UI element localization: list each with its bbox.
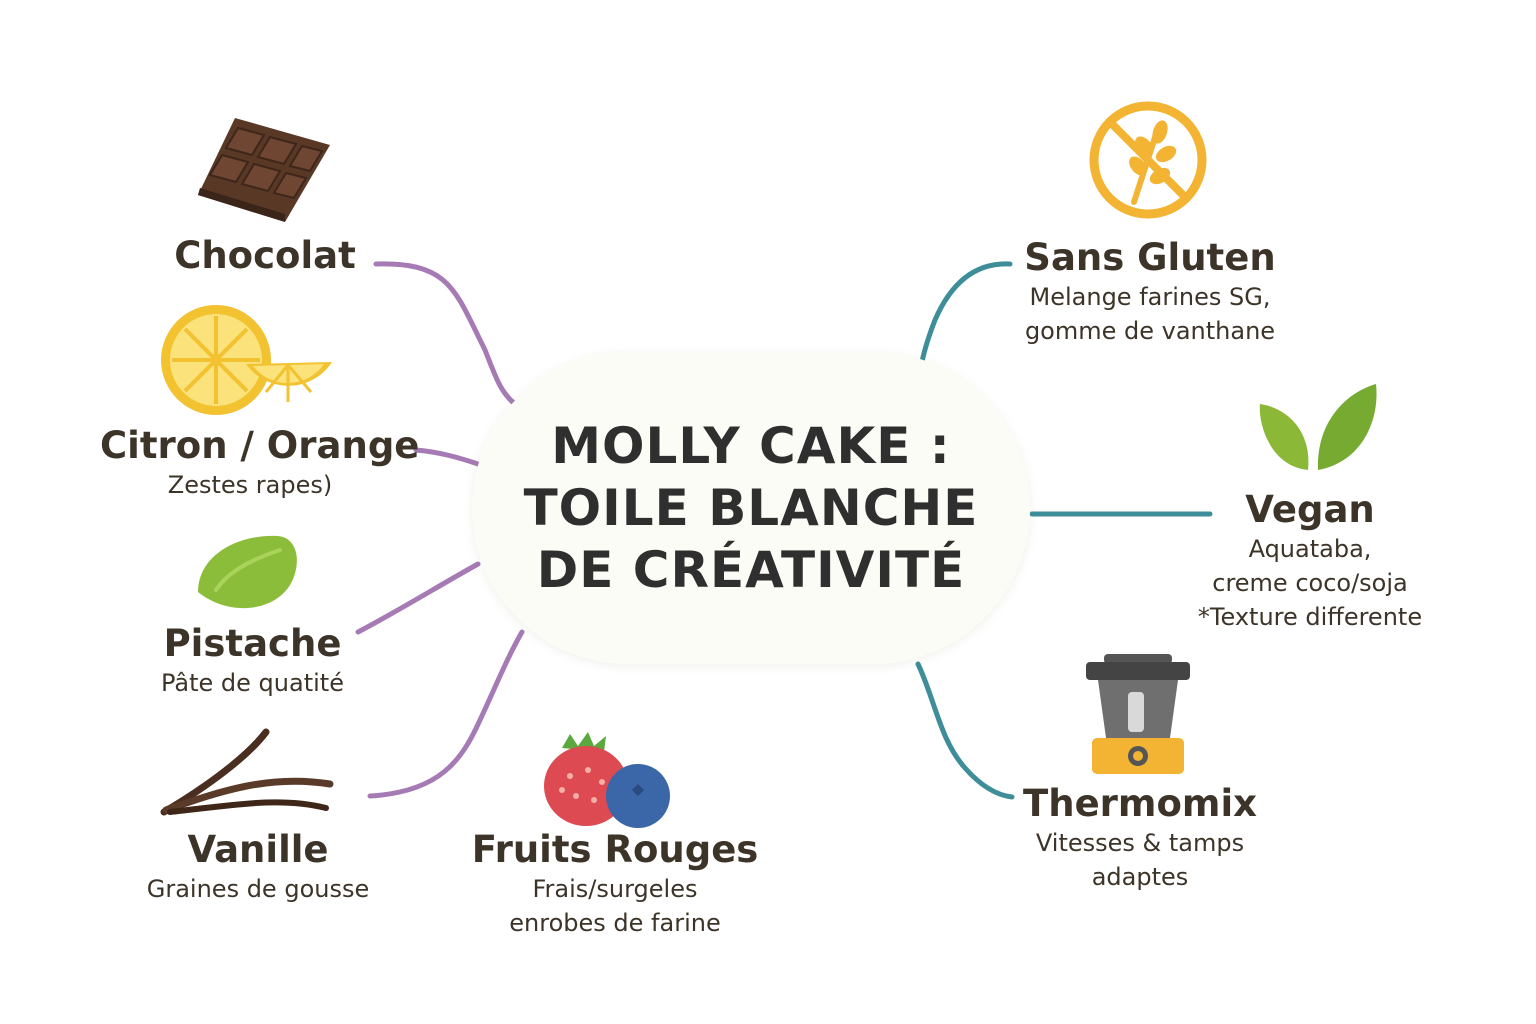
central-title-line-1: MOLLY CAKE : [551, 417, 951, 475]
connector-pistache [355, 561, 481, 635]
branch-fruits-detail-2: enrobes de farine [509, 909, 721, 937]
branch-vegan: Vegan Aquataba, creme coco/soja *Texture… [1170, 488, 1450, 634]
connector-citron [413, 447, 481, 467]
branch-fruits-detail-1: Frais/surgeles [532, 875, 698, 903]
connector-vanille [367, 629, 525, 799]
branch-gluten-detail-2: gomme de vanthane [1024, 317, 1276, 345]
branch-pistache-title: Pistache [163, 622, 342, 665]
branch-thermomix-detail-1: Vitesses & tamps [1035, 829, 1245, 857]
vanilla-pod-icon [160, 728, 334, 816]
branch-thermomix-title: Thermomix [1023, 782, 1257, 825]
branch-vanille-detail: Graines de gousse [146, 875, 370, 903]
branch-citron: Citron / Orange Zestes rapes) [100, 424, 420, 502]
branch-sans-gluten: Sans Gluten Melange farines SG, gomme de… [1000, 236, 1300, 348]
branch-gluten-detail-1: Melange farines SG, [1029, 283, 1271, 311]
branch-vegan-detail-2: creme coco/soja [1212, 569, 1408, 597]
leaves-icon [1259, 384, 1377, 470]
branch-thermomix: Thermomix Vitesses & tamps adaptes [1000, 782, 1280, 894]
branch-pistache: Pistache Pâte de quatité [120, 622, 385, 700]
connector-chocolat [373, 261, 518, 407]
thermomix-icon [1086, 654, 1190, 774]
branch-fruits-rouges: Fruits Rouges Frais/surgeles enrobes de … [470, 828, 760, 940]
branch-vegan-detail-3: *Texture differente [1197, 603, 1423, 631]
branch-chocolat: Chocolat [150, 234, 380, 278]
branch-gluten-title: Sans Gluten [1024, 236, 1276, 279]
lemon-icon [161, 305, 332, 415]
central-title-line-2: TOILE BLANCHE [523, 479, 979, 537]
pistachio-icon [198, 535, 297, 609]
branch-citron-detail: Zestes rapes) [167, 471, 333, 499]
connector-gluten [919, 261, 1013, 365]
gluten-free-icon [1089, 101, 1207, 219]
central-title-line-3: DE CRÉATIVITÉ [536, 541, 966, 599]
central-topic: MOLLY CAKE : TOILE BLANCHE DE CRÉATIVITÉ [472, 352, 1030, 664]
berries-icon [544, 732, 670, 828]
branch-vanille: Vanille Graines de gousse [118, 828, 398, 906]
branch-vegan-detail-1: Aquataba, [1248, 535, 1372, 563]
chocolate-bar-icon [198, 118, 330, 222]
branch-fruits-title: Fruits Rouges [471, 828, 759, 871]
branch-chocolat-title: Chocolat [174, 234, 356, 277]
connector-thermomix [915, 661, 1015, 800]
branch-pistache-detail: Pâte de quatité [161, 669, 344, 697]
branch-vanille-title: Vanille [187, 828, 329, 871]
branch-vegan-title: Vegan [1245, 488, 1375, 531]
branch-thermomix-detail-2: adaptes [1091, 863, 1189, 891]
branch-citron-title: Citron / Orange [100, 424, 420, 467]
